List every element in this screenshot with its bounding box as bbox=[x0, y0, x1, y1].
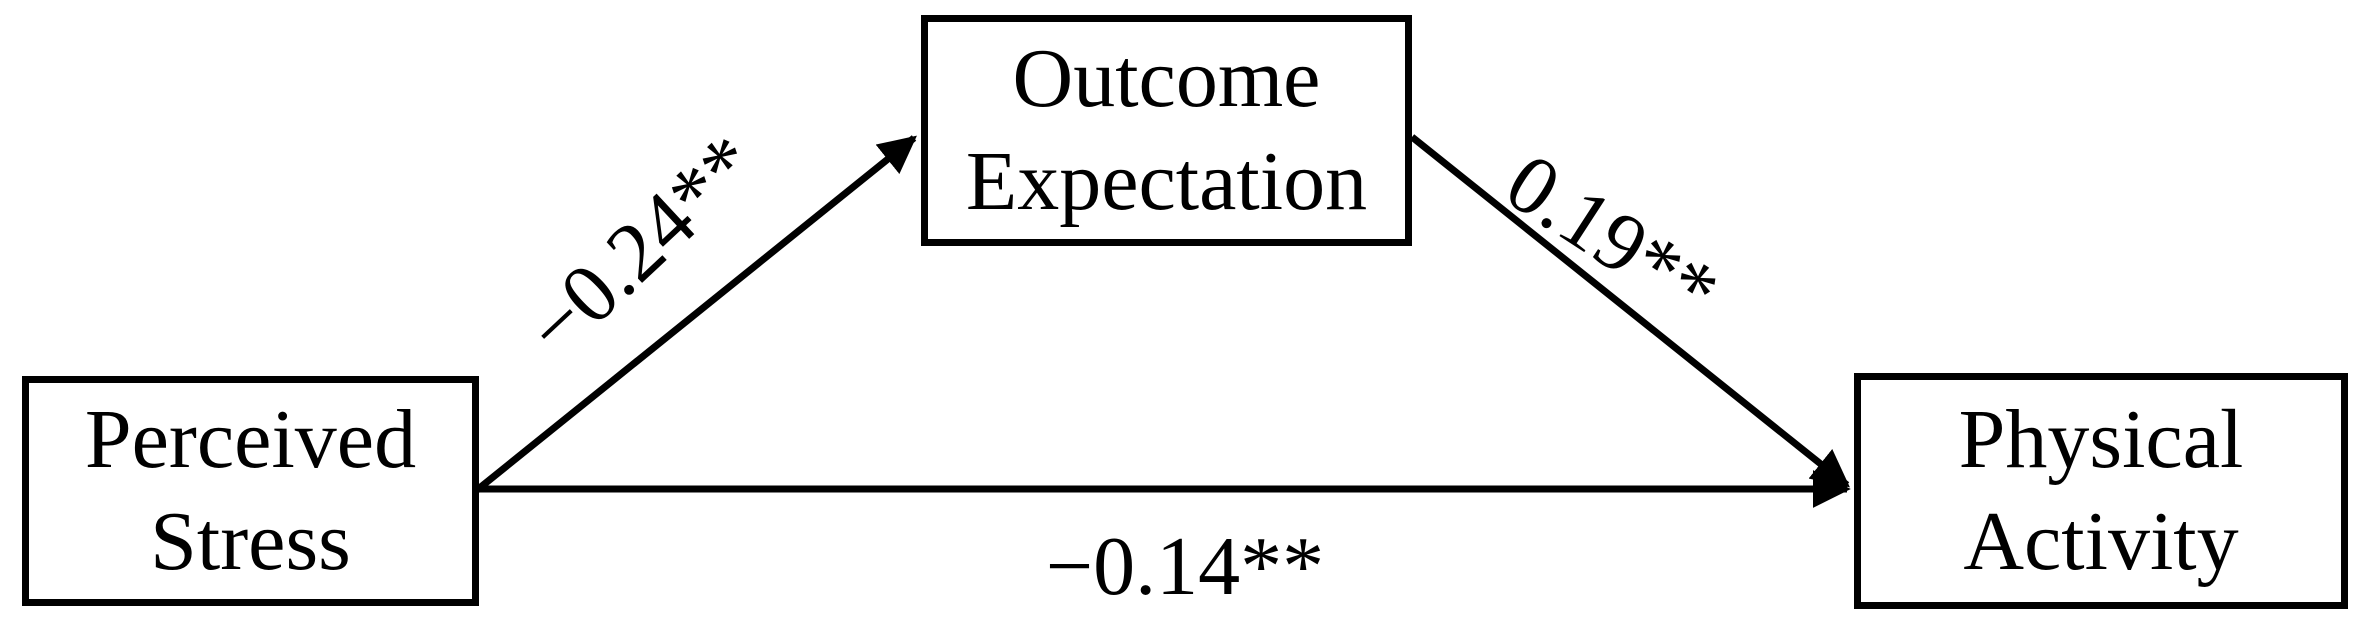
node-perceived-stress-line2: Stress bbox=[150, 495, 351, 588]
coefficient-stress-to-activity: −0.14** bbox=[1045, 520, 1325, 613]
node-physical-activity-line1: Physical bbox=[1958, 392, 2244, 486]
node-outcome-expectation: Outcome Expectation bbox=[921, 15, 1412, 246]
arrow-expectation-to-activity bbox=[1409, 134, 1850, 488]
node-physical-activity-line2: Activity bbox=[1963, 495, 2239, 588]
node-perceived-stress: Perceived Stress bbox=[22, 376, 479, 606]
node-physical-activity: Physical Activity bbox=[1854, 373, 2348, 609]
node-outcome-expectation-line1: Outcome bbox=[1012, 32, 1321, 126]
node-outcome-expectation-line2: Expectation bbox=[965, 134, 1368, 228]
node-perceived-stress-line1: Perceived bbox=[84, 392, 417, 486]
arrow-stress-to-expectation bbox=[474, 135, 917, 493]
